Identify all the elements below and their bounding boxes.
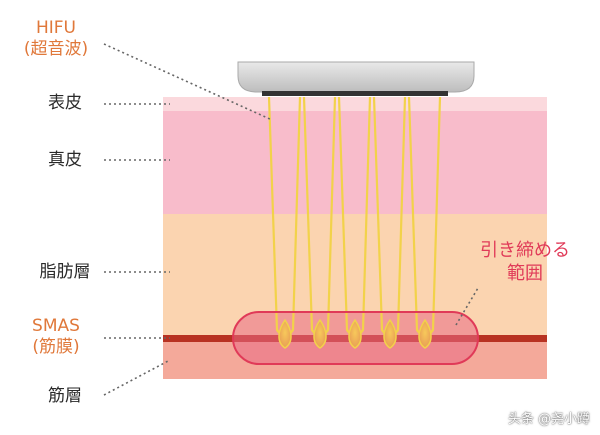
label-smas-line2: (筋膜) — [32, 337, 80, 358]
label-smas: SMAS (筋膜) — [8, 316, 104, 359]
label-smas-line1: SMAS — [32, 316, 80, 336]
focal-points — [278, 318, 432, 349]
watermark: 头条 @尧小蹲 — [507, 412, 590, 427]
label-hifu: HIFU (超音波) — [8, 18, 104, 61]
label-fat: 脂肪層 — [39, 262, 91, 282]
label-tightening-range-line1: 引き締める — [480, 240, 570, 261]
label-dermis: 真皮 — [48, 150, 82, 170]
focal-point — [313, 318, 327, 349]
hifu-transducer — [262, 91, 448, 96]
leader-lines — [103, 43, 479, 396]
focal-point — [348, 318, 362, 349]
label-hifu-line2: (超音波) — [23, 39, 89, 60]
focal-point — [383, 318, 397, 349]
leader-line-muscle — [103, 359, 171, 396]
focal-point — [278, 318, 292, 349]
dermis-layer — [163, 111, 547, 214]
label-tightening-range-line2: 範囲 — [507, 262, 543, 284]
leader-line-hifu — [103, 43, 273, 121]
label-muscle: 筋層 — [48, 386, 82, 406]
label-epidermis: 表皮 — [48, 93, 82, 113]
label-tightening-range: 引き締める 範囲 — [465, 240, 585, 285]
label-hifu-line1: HIFU — [35, 18, 77, 38]
hifu-device — [237, 61, 475, 93]
epidermis-layer — [163, 97, 547, 111]
focal-point — [418, 318, 432, 349]
leader-line-range — [455, 287, 479, 326]
tightening-range-outline — [232, 311, 479, 365]
